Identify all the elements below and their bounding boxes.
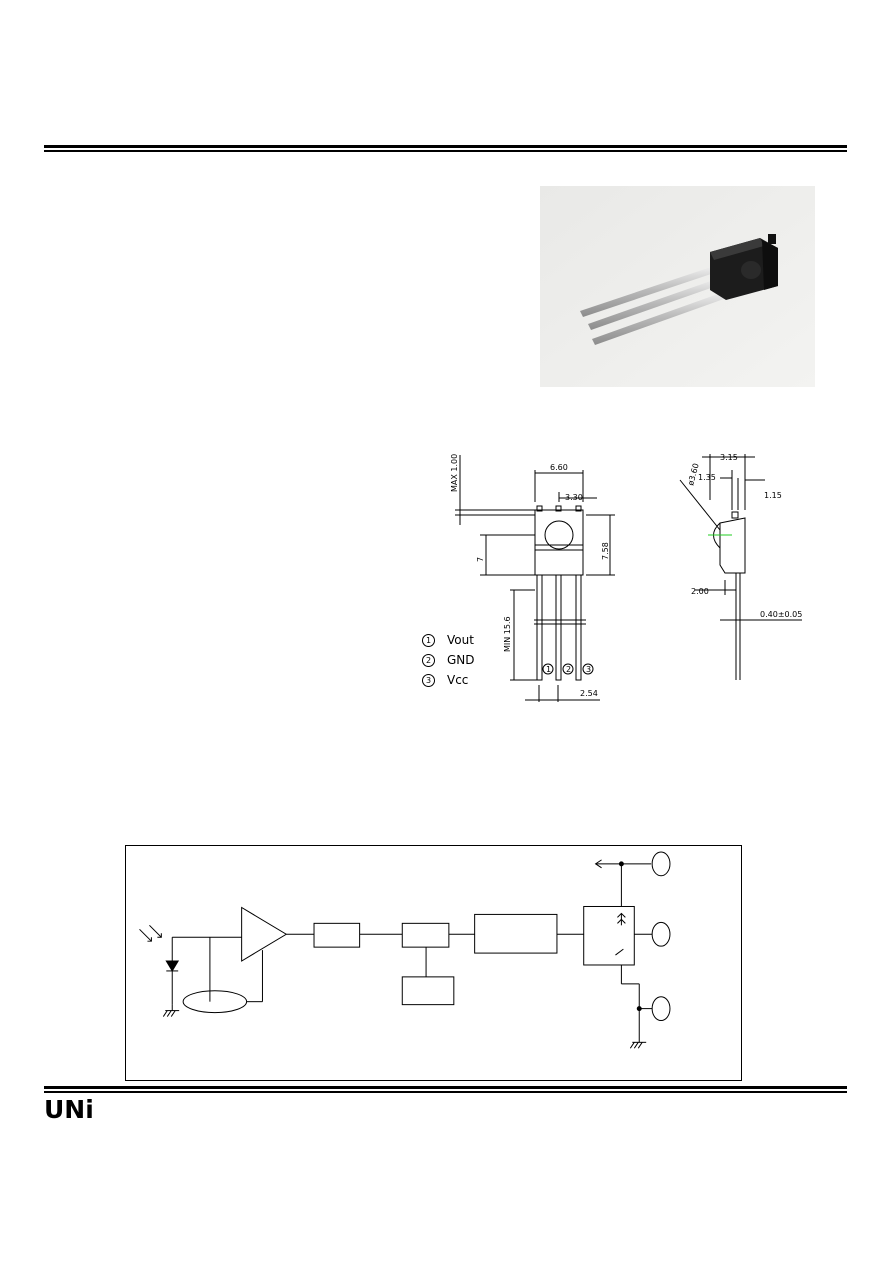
- lead-mark-3: 3: [586, 665, 591, 674]
- lead-mark-1: 1: [546, 665, 551, 674]
- footer-rule-thick: [44, 1086, 847, 1089]
- pin-row-gnd: 2 GND: [422, 650, 475, 670]
- dim-315: 3.15: [720, 453, 738, 462]
- block-diagram-drawing: [139, 851, 671, 1049]
- header-rule-thick: [44, 145, 847, 148]
- block-diagram: [125, 845, 742, 1081]
- dim-min-156: MIN 15.6: [503, 616, 512, 652]
- product-photo: [540, 186, 815, 387]
- dim-660: 6.60: [550, 463, 568, 472]
- package-outline-drawing: 6.60 3.30 MAX 1.00 7.58 7 MIN 15.6 2.54 …: [450, 453, 802, 702]
- company-logo: UNi: [44, 1096, 94, 1122]
- dim-330: 3.30: [565, 493, 583, 502]
- dim-135: 1.35: [698, 473, 716, 482]
- pin-number: 1: [422, 633, 435, 647]
- pin-row-vout: 1 Vout: [422, 630, 475, 650]
- dim-254: 2.54: [580, 689, 598, 698]
- dim-040: 0.40±0.05: [760, 610, 802, 619]
- dim-200: 2.00: [691, 587, 709, 596]
- pin-legend: 1 Vout 2 GND 3 Vcc: [422, 630, 475, 690]
- pin-number: 2: [422, 653, 435, 667]
- footer-rule-thin: [44, 1091, 847, 1093]
- dim-7: 7: [476, 557, 485, 562]
- pin-number: 3: [422, 673, 435, 687]
- pin-row-vcc: 3 Vcc: [422, 670, 475, 690]
- pin-label: Vcc: [447, 673, 469, 687]
- dim-max-100: MAX 1.00: [450, 454, 459, 492]
- header-rule-thin: [44, 150, 847, 152]
- pin-label: GND: [447, 653, 475, 667]
- lead-mark-2: 2: [566, 665, 571, 674]
- logo-text: UNi: [44, 1096, 94, 1122]
- dim-115: 1.15: [764, 491, 782, 500]
- pin-label: Vout: [447, 633, 474, 647]
- dim-758: 7.58: [601, 542, 610, 560]
